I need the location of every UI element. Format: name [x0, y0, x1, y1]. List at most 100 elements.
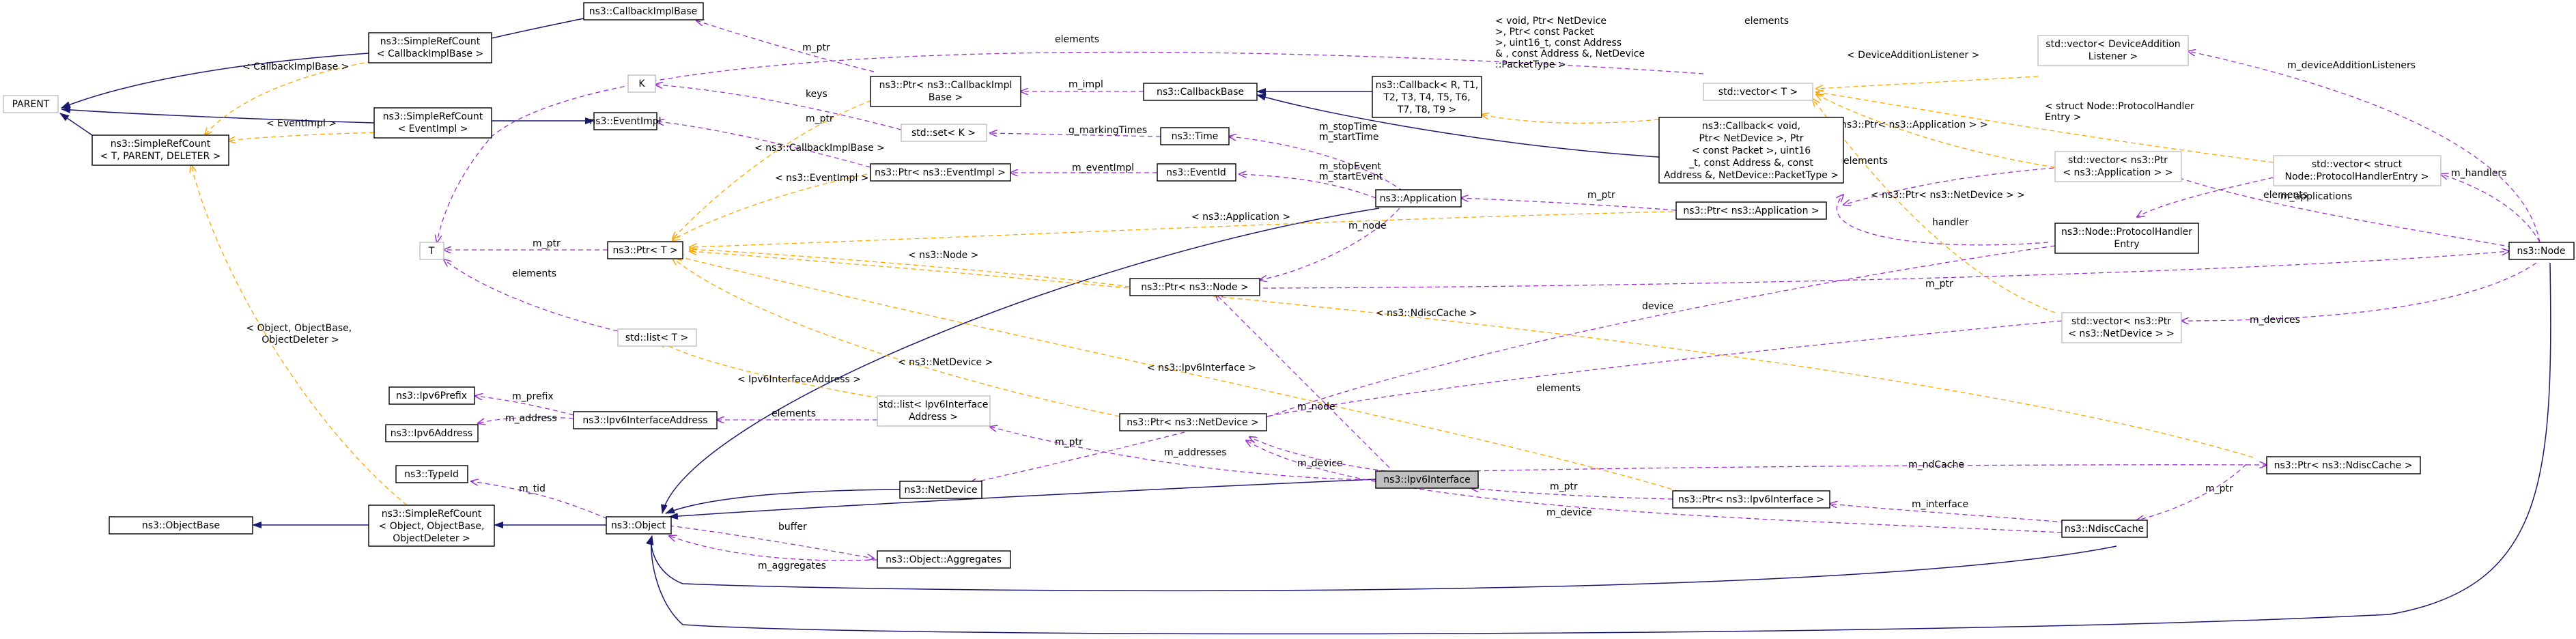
node-ipv6-interface[interactable]: ns3::Ipv6Interface — [1375, 470, 1479, 489]
svg-text:< CallbackImplBase >: < CallbackImplBase > — [377, 48, 483, 59]
edge-use-node-handlers — [2441, 174, 2540, 243]
node-simple-refcount-object[interactable]: ns3::SimpleRefCount < Object, ObjectBase… — [368, 505, 495, 547]
node-simple-refcount-eventimpl[interactable]: ns3::SimpleRefCount < EventImpl > — [373, 107, 492, 139]
node-std-list-ipv6-interface-address[interactable]: std::list< Ipv6Interface Address > — [877, 395, 991, 427]
node-ptr-node[interactable]: ns3::Ptr< ns3::Node > — [1129, 278, 1260, 296]
node-application[interactable]: ns3::Application — [1375, 189, 1462, 208]
node-ipv6-interface-address[interactable]: ns3::Ipv6InterfaceAddress — [573, 411, 718, 429]
svg-text:ns3::Object: ns3::Object — [611, 520, 666, 531]
node-ptr-callbackimplbase[interactable]: ns3::Ptr< ns3::CallbackImpl Base > — [870, 76, 1021, 107]
edge-tpl-vectort-protohandler — [1816, 92, 2274, 163]
node-t[interactable]: T — [419, 242, 444, 260]
edge-label: m_ptr — [2205, 483, 2233, 494]
node-std-vector-t[interactable]: std::vector< T > — [1703, 83, 1813, 101]
svg-text:ns3::Ptr< ns3::NetDevice >: ns3::Ptr< ns3::NetDevice > — [1127, 417, 1259, 428]
node-callback-void[interactable]: ns3::Callback< void, Ptr< NetDevice >, P… — [1658, 117, 1844, 184]
node-ipv6-address[interactable]: ns3::Ipv6Address — [385, 424, 479, 442]
svg-text:ns3::Object::Aggregates: ns3::Object::Aggregates — [886, 554, 1002, 565]
edge-label: m_ptr — [1550, 481, 1578, 492]
node-k[interactable]: K — [627, 74, 656, 93]
svg-text:ns3::Time: ns3::Time — [1172, 131, 1219, 142]
svg-text:Listener >: Listener > — [2089, 51, 2138, 62]
edge-tpl-ptrt-cbimpl — [673, 91, 895, 239]
edge-use-aggregates-object — [668, 525, 874, 558]
edge-inherit-node-object — [647, 262, 2551, 635]
node-vector-ptr-application[interactable]: std::vector< ns3::Ptr < ns3::Application… — [2054, 151, 2182, 182]
node-object[interactable]: ns3::Object — [606, 516, 672, 535]
node-event-impl[interactable]: ns3::EventImpl — [589, 112, 662, 130]
edge-label: m_address — [505, 413, 557, 424]
svg-text:Ptr< NetDevice >, Ptr: Ptr< NetDevice >, Ptr — [1699, 133, 1803, 144]
node-ndisc-cache[interactable]: ns3::NdiscCache — [2061, 520, 2148, 538]
svg-text:ns3::ObjectBase: ns3::ObjectBase — [142, 520, 220, 531]
edge-use-protohandler-device — [1249, 245, 2056, 423]
edge-use-node-ptrnode — [1262, 251, 2509, 289]
edge-label: m_ptr — [1055, 437, 1083, 448]
edge-use-ndisccache-ptr — [2137, 464, 2247, 520]
svg-text:ns3::Ptr< ns3::CallbackImpl: ns3::Ptr< ns3::CallbackImpl — [879, 80, 1013, 91]
edge-use-ptrnetdev-netdevice — [969, 431, 1185, 483]
node-callback-base[interactable]: ns3::CallbackBase — [1143, 83, 1258, 101]
edge-use-ptrapp-app — [1461, 198, 1677, 211]
node-ptr-application[interactable]: ns3::Ptr< ns3::Application > — [1675, 201, 1827, 220]
edge-label: elements — [772, 408, 816, 419]
node-parent[interactable]: PARENT — [3, 95, 59, 113]
node-simple-refcount-callbackimplbase[interactable]: ns3::SimpleRefCount < CallbackImplBase > — [368, 32, 492, 63]
svg-text:ns3::CallbackBase: ns3::CallbackBase — [1157, 87, 1244, 98]
node-ipv6-prefix[interactable]: ns3::Ipv6Prefix — [388, 386, 475, 405]
svg-text:std::list< T >: std::list< T > — [625, 332, 689, 343]
edge-label: elements — [1744, 16, 1789, 27]
node-event-id[interactable]: ns3::EventId — [1157, 163, 1236, 182]
node-callback-impl-base[interactable]: ns3::CallbackImplBase — [583, 2, 704, 20]
node-typeid[interactable]: ns3::TypeId — [395, 465, 468, 483]
node-ptr-t[interactable]: ns3::Ptr< T > — [607, 241, 683, 259]
edge-label: elements — [512, 268, 556, 279]
node-callback-r[interactable]: ns3::Callback< R, T1, T2, T3, T4, T5, T6… — [1372, 76, 1482, 118]
node-simple-refcount-tpd[interactable]: ns3::SimpleRefCount < T, PARENT, DELETER… — [91, 134, 229, 166]
node-protocol-handler-entry[interactable]: ns3::Node::ProtocolHandler Entry — [2054, 223, 2199, 254]
svg-text:std::list< Ipv6Interface: std::list< Ipv6Interface — [879, 399, 989, 410]
edge-label: keys — [806, 89, 827, 100]
svg-text:Node::ProtocolHandlerEntry >: Node::ProtocolHandlerEntry > — [2285, 171, 2429, 182]
svg-text:Base >: Base > — [929, 92, 963, 103]
svg-text:std::set< K >: std::set< K > — [911, 128, 976, 139]
edge-label: elements — [1843, 156, 1888, 167]
node-time[interactable]: ns3::Time — [1160, 127, 1230, 145]
svg-text:ns3::Application: ns3::Application — [1380, 193, 1457, 204]
edge-label: m_deviceAdditionListeners — [2287, 60, 2416, 71]
edge-use-ipv6if-addresses — [990, 427, 1376, 481]
edge-tpl-ptrt-netdevice — [673, 258, 1120, 417]
svg-text:< ns3::NetDevice > >: < ns3::NetDevice > > — [2068, 328, 2175, 339]
node-vector-device-addition-listener[interactable]: std::vector< DeviceAddition Listener > — [2037, 35, 2189, 66]
edge-label: elements — [1055, 34, 1099, 45]
edge-inherit-ndisc-object — [646, 535, 2117, 592]
node-object-base[interactable]: ns3::ObjectBase — [109, 516, 253, 535]
edge-label: m_devices — [2250, 315, 2300, 326]
edge-use-eventimpl-mptr — [657, 122, 871, 168]
edge-label: m_ptr — [1925, 279, 1953, 289]
node-netdevice[interactable]: ns3::NetDevice — [899, 481, 982, 499]
svg-text:K: K — [638, 79, 645, 89]
node-vector-protocol-handler[interactable]: std::vector< struct Node::ProtocolHandle… — [2273, 155, 2441, 186]
svg-text:std::vector< ns3::Ptr: std::vector< ns3::Ptr — [2071, 316, 2171, 327]
edge-label: m_interface — [1912, 499, 1968, 510]
node-object-aggregates[interactable]: ns3::Object::Aggregates — [877, 550, 1011, 569]
node-ptr-netdevice[interactable]: ns3::Ptr< ns3::NetDevice > — [1119, 413, 1267, 431]
node-std-set-k[interactable]: std::set< K > — [901, 124, 987, 142]
node-ptr-eventimpl[interactable]: ns3::Ptr< ns3::EventImpl > — [870, 163, 1011, 182]
edge-tpl-ptrt-eventimpl — [673, 173, 868, 240]
svg-text:PARENT: PARENT — [12, 99, 50, 110]
edge-inherit-ipv6if-object — [668, 479, 1376, 520]
node-ptr-ipv6-interface[interactable]: ns3::Ptr< ns3::Ipv6Interface > — [1672, 490, 1830, 509]
node-ptr-ndisc-cache[interactable]: ns3::Ptr< ns3::NdiscCache > — [2266, 456, 2421, 474]
node-vector-ptr-netdevice[interactable]: std::vector< ns3::Ptr < ns3::NetDevice >… — [2061, 312, 2182, 343]
node-node[interactable]: ns3::Node — [2508, 242, 2575, 260]
svg-text:std::vector< DeviceAddition: std::vector< DeviceAddition — [2046, 39, 2180, 50]
edge-label: m_applications — [2280, 191, 2352, 202]
svg-text:ns3::Callback< R, T1,: ns3::Callback< R, T1, — [1376, 80, 1479, 91]
svg-text:ns3::Ptr< ns3::Ipv6Interface >: ns3::Ptr< ns3::Ipv6Interface > — [1678, 494, 1824, 505]
svg-text:ns3::SimpleRefCount: ns3::SimpleRefCount — [383, 111, 483, 122]
edge-use-node-applications — [2157, 171, 2513, 248]
node-std-list-t[interactable]: std::list< T > — [617, 328, 697, 347]
edge-label: < EventImpl > — [266, 118, 337, 129]
